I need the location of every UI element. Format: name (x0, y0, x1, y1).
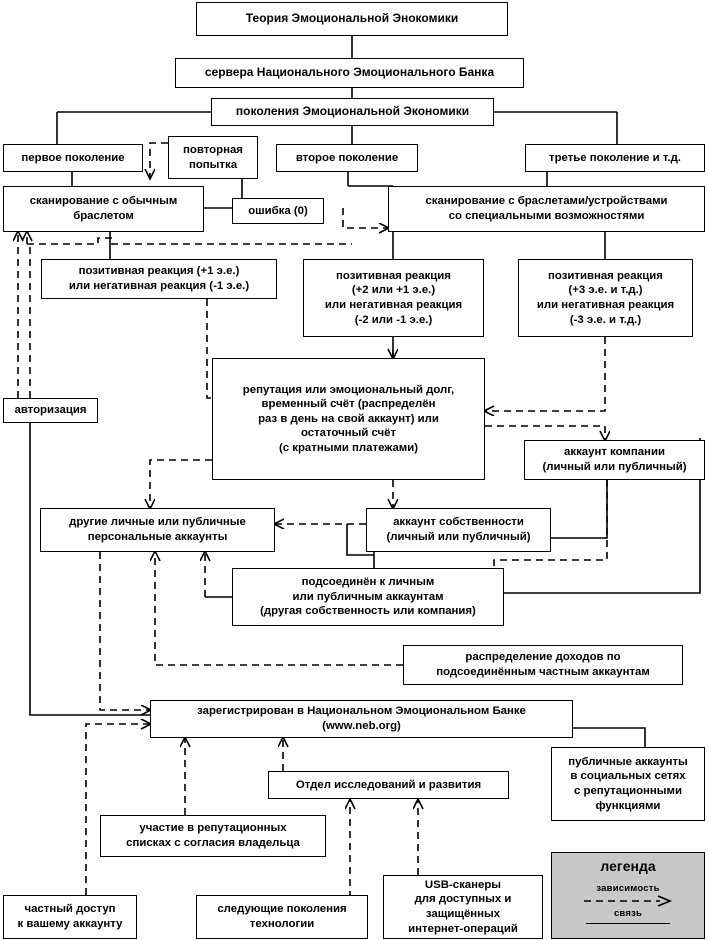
node-react3[interactable]: позитивная реакция (+3 э.е. и т.д.) или … (518, 259, 693, 337)
node-private-access[interactable]: частный доступ к вашему аккаунту (3, 895, 137, 939)
legend-relation-label: связь (613, 908, 643, 920)
node-company-account[interactable]: аккаунт компании (личный или публичный) (524, 440, 705, 480)
node-generations[interactable]: поколения Эмоциональной Экономики (211, 98, 494, 126)
legend-panel: легенда зависимость связь (551, 852, 705, 939)
node-gen2[interactable]: второе поколение (276, 144, 418, 172)
node-servers[interactable]: сервера Национального Эмоционального Бан… (175, 58, 524, 88)
legend-dependency-label: зависимость (596, 882, 660, 894)
node-connected-accounts[interactable]: подсоединён к личным или публичным аккау… (232, 568, 504, 626)
node-gen1[interactable]: первое поколение (3, 144, 143, 172)
node-react1[interactable]: позитивная реакция (+1 э.е.) или негатив… (41, 259, 277, 299)
node-reputation[interactable]: репутация или эмоциональный долг, времен… (212, 358, 485, 480)
legend-solid-line-icon (586, 923, 670, 925)
legend-title: легенда (600, 858, 656, 874)
node-property-account[interactable]: аккаунт собственности (личный или публич… (366, 508, 551, 552)
node-usb-scanners[interactable]: USB-сканеры для доступных и защищённых и… (383, 875, 543, 939)
node-other-accounts[interactable]: другие личные или публичные персональные… (40, 508, 275, 552)
legend-dependency-row: зависимость (582, 883, 674, 908)
node-authorization[interactable]: авторизация (3, 398, 98, 423)
node-error[interactable]: ошибка (0) (232, 198, 324, 224)
node-gen3[interactable]: третье поколение и т.д. (525, 144, 705, 172)
node-income-distribution[interactable]: распределение доходов по подсоединённым … (403, 645, 683, 685)
node-public-social-accounts[interactable]: публичные аккаунты в социальных сетях с … (551, 747, 705, 821)
node-rnd-department[interactable]: Отдел исследований и развития (268, 771, 509, 799)
node-theory[interactable]: Теория Эмоциональной Энокомики (196, 2, 508, 36)
legend-dashed-arrow-icon (584, 895, 673, 907)
node-react2[interactable]: позитивная реакция (+2 или +1 э.е.) или … (303, 259, 484, 337)
node-scan-normal[interactable]: сканирование с обычным браслетом (3, 186, 204, 232)
node-retry[interactable]: повторная попытка (168, 136, 258, 179)
legend-relation-row: связь (586, 908, 670, 925)
node-next-generations[interactable]: следующие поколения технологии (196, 895, 368, 939)
node-registered[interactable]: зарегистрирован в Национальном Эмоционал… (150, 700, 573, 738)
node-reputation-lists[interactable]: участие в репутационных списках с соглас… (100, 815, 326, 857)
node-scan-special[interactable]: сканирование с браслетами/устройствами с… (388, 186, 705, 232)
